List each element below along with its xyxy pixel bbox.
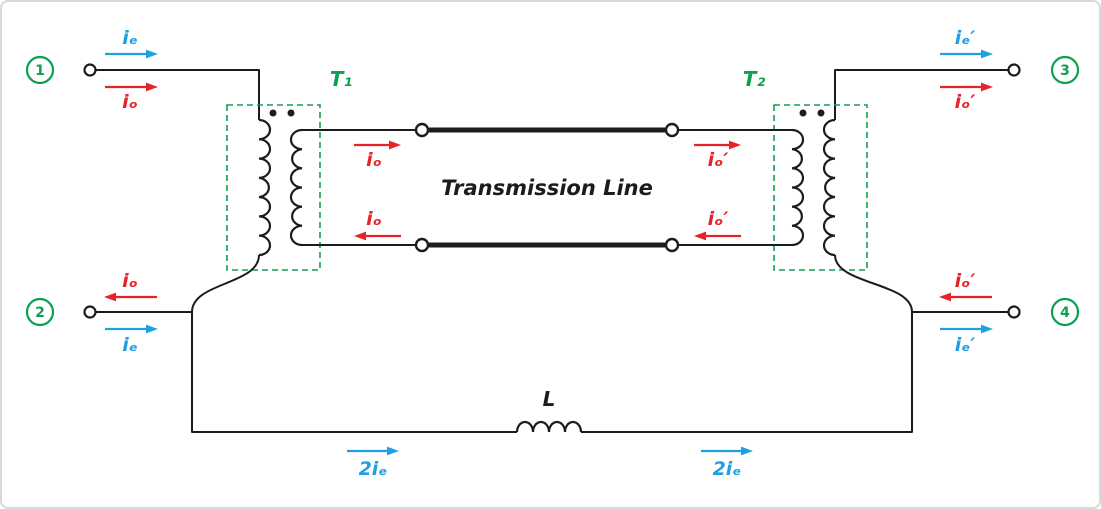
port-2: 2 iₒ iₑ (25, 270, 192, 356)
port-4-even-current-label: iₑ′ (955, 334, 976, 356)
port-2-terminal (83, 305, 97, 319)
arrow-head (694, 231, 706, 241)
port-4-terminal (1007, 305, 1021, 319)
arrow-head (981, 82, 993, 92)
tl-bottom-left-current-arrow (354, 231, 401, 241)
return-right-current-arrow (701, 446, 753, 456)
arrow-head (104, 292, 116, 302)
transmission-line-title: Transmission Line (441, 176, 653, 200)
inductor-coil (515, 420, 583, 433)
t2-boundary-box (773, 104, 868, 271)
arrow-head (146, 49, 158, 59)
t2-primary-coil (791, 128, 805, 247)
port-2-badge (25, 297, 55, 327)
return-left-current-label: 2iₑ (359, 458, 388, 480)
t1-polarity-dot-primary (269, 109, 277, 117)
port-1-even-current-arrow (105, 49, 158, 59)
arrow-head (981, 49, 993, 59)
transformer-t1: T₁ (191, 67, 416, 313)
return-right-current-label: 2iₑ (713, 458, 742, 480)
port-3-number: 3 (1060, 63, 1070, 79)
t2-polarity-dot-primary (799, 109, 807, 117)
tl-bottom-right-current-label: iₒ′ (708, 208, 729, 230)
arrow-head (389, 140, 401, 150)
return-path-left-wire (191, 312, 517, 433)
transmission-line: Transmission Line iₒ iₒ′ iₒ iₒ′ (354, 122, 741, 253)
tl-top-right-current-label: iₒ′ (708, 149, 729, 171)
port-3-odd-current-arrow (940, 82, 993, 92)
tl-top-left-current-label: iₒ (366, 149, 382, 171)
transformer-t2: T₂ (678, 67, 913, 313)
t1-primary-return-wire (191, 254, 260, 313)
port-2-odd-current-label: iₒ (122, 270, 138, 292)
port-4-even-current-arrow (940, 324, 993, 334)
port-3-wire (834, 69, 1009, 120)
arrow-head (939, 292, 951, 302)
tl-terminal-bottom-left (414, 237, 430, 253)
port-3-terminal (1007, 63, 1021, 77)
port-4-badge (1050, 297, 1080, 327)
arrow-head (729, 140, 741, 150)
tl-top-right-current-arrow (694, 140, 741, 150)
tl-bottom-right-current-arrow (694, 231, 741, 241)
port-1-odd-current-label: iₒ (122, 91, 138, 113)
arrow-head (981, 324, 993, 334)
tl-terminal-top-left (414, 122, 430, 138)
tl-terminal-bottom-right (664, 237, 680, 253)
port-2-number: 2 (35, 305, 45, 321)
tl-bottom-left-current-label: iₒ (366, 208, 382, 230)
t1-boundary-box (226, 104, 321, 271)
port-3-even-current-label: iₑ′ (955, 27, 976, 49)
port-1-badge (25, 55, 55, 85)
return-path: L 2iₑ 2iₑ (191, 312, 913, 480)
port-2-even-current-arrow (105, 324, 158, 334)
port-1-number: 1 (35, 63, 45, 79)
port-1-even-current-label: iₑ (122, 27, 138, 49)
port-4-odd-current-arrow (939, 292, 992, 302)
tl-terminal-top-right (664, 122, 680, 138)
port-1-odd-current-arrow (105, 82, 158, 92)
t1-polarity-dot-secondary (287, 109, 295, 117)
port-1-wire (95, 69, 260, 120)
t2-label: T₂ (743, 67, 766, 91)
port-1-terminal (83, 63, 97, 77)
port-3: 3 iₑ′ iₒ′ (834, 27, 1080, 120)
port-2-odd-current-arrow (104, 292, 157, 302)
t1-primary-coil (258, 118, 272, 257)
t2-secondary-coil (822, 118, 836, 257)
port-3-badge (1050, 55, 1080, 85)
port-3-even-current-arrow (940, 49, 993, 59)
t1-secondary-coil (289, 128, 303, 247)
port-4-number: 4 (1060, 305, 1070, 321)
port-2-even-current-label: iₑ (122, 334, 138, 356)
port-1: 1 iₑ iₒ (25, 27, 260, 120)
inductor-label: L (543, 387, 556, 411)
arrow-head (146, 324, 158, 334)
tl-top-left-current-arrow (354, 140, 401, 150)
return-path-right-wire (581, 312, 913, 433)
port-4-odd-current-label: iₒ′ (955, 270, 976, 292)
arrow-head (741, 446, 753, 456)
arrow-head (387, 446, 399, 456)
t1-label: T₁ (330, 67, 352, 91)
return-left-current-arrow (347, 446, 399, 456)
arrow-head (354, 231, 366, 241)
t2-polarity-dot-secondary (817, 109, 825, 117)
arrow-head (146, 82, 158, 92)
t2-secondary-return-wire (834, 254, 913, 313)
port-4: 4 iₒ′ iₑ′ (912, 270, 1080, 356)
port-3-odd-current-label: iₒ′ (955, 91, 976, 113)
